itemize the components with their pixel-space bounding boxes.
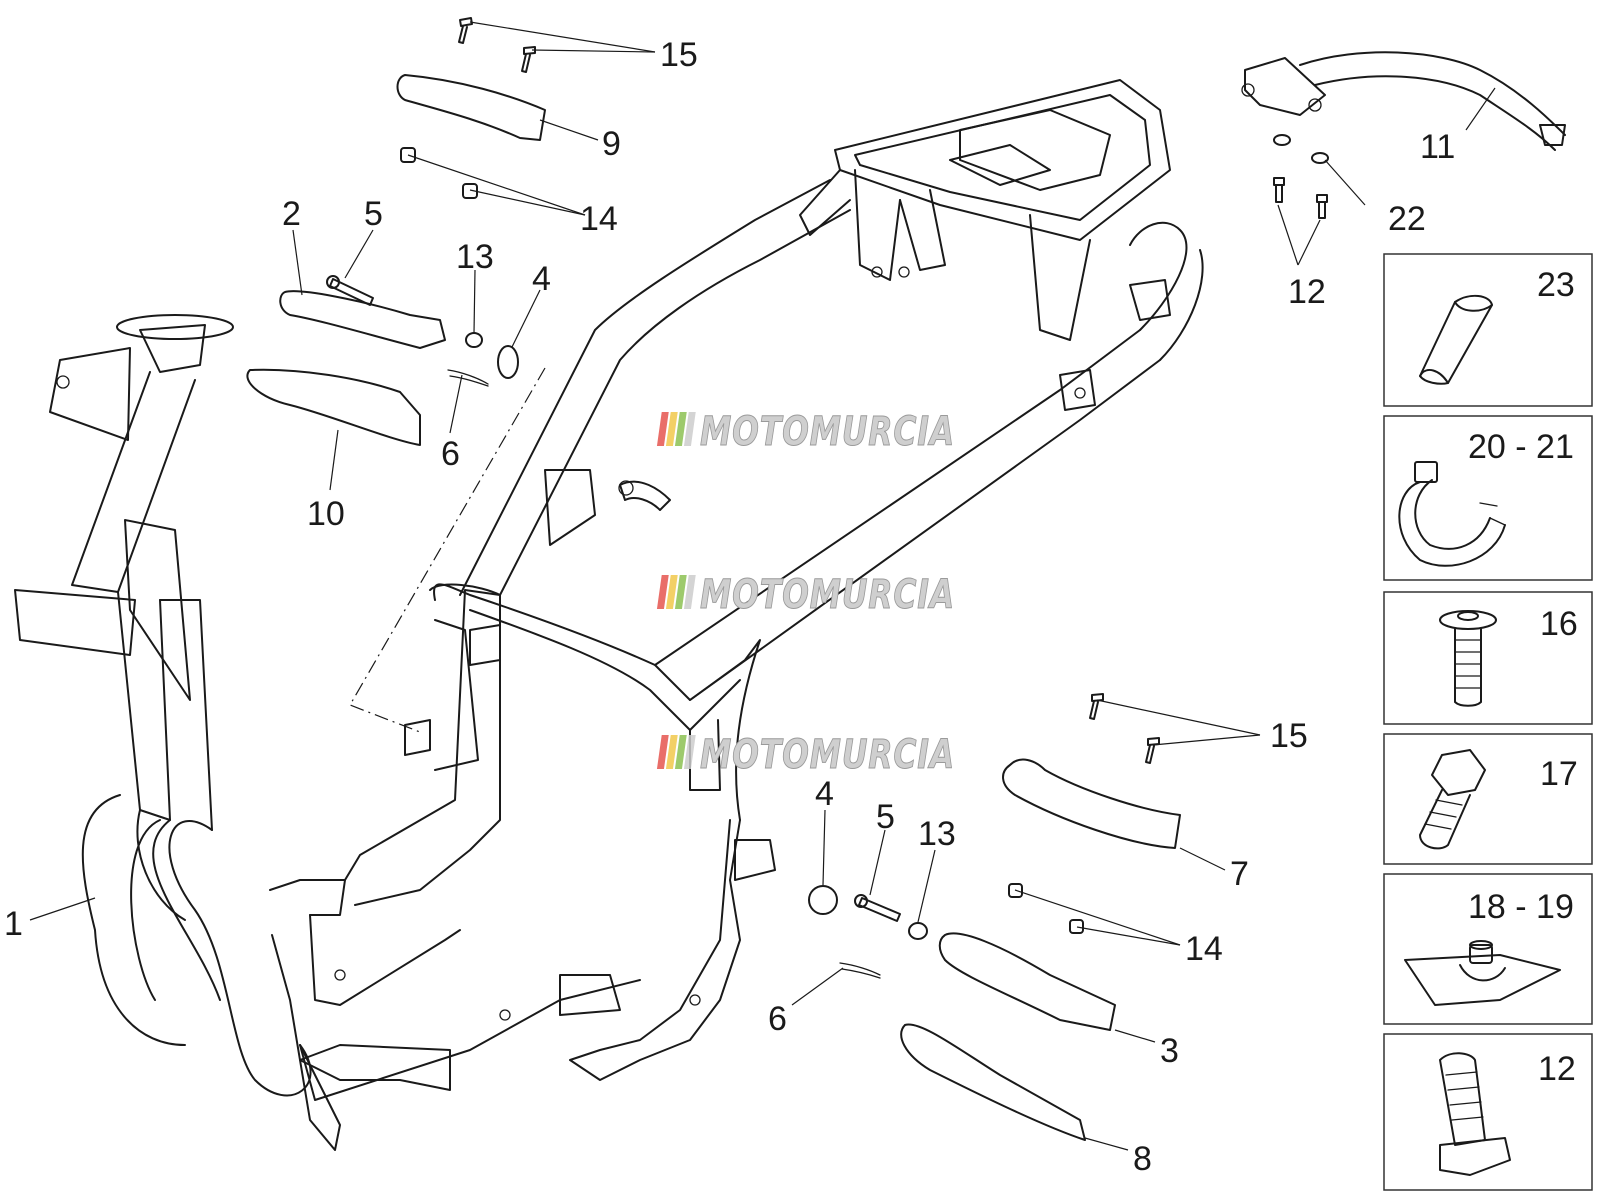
hardware-box bbox=[1383, 733, 1593, 865]
clip-part bbox=[839, 962, 881, 979]
watermark-stripe bbox=[665, 412, 678, 446]
callout-number: 7 bbox=[1230, 855, 1249, 893]
callout-number: 4 bbox=[532, 260, 551, 298]
grommet-part bbox=[497, 345, 519, 379]
clip-part bbox=[447, 369, 489, 387]
trim-cover-part bbox=[900, 1023, 1086, 1141]
pin-part bbox=[329, 278, 374, 306]
watermark: MOTOMURCIA MOTOMURCIA MOTOMURCIA bbox=[656, 409, 955, 779]
callout-number: 2 bbox=[282, 195, 301, 233]
watermark-logo: MOTOMURCIA bbox=[656, 732, 955, 779]
watermark-stripe bbox=[656, 735, 669, 769]
sleeve-icon bbox=[1419, 294, 1493, 385]
watermark-stripe bbox=[683, 575, 696, 609]
callout-number: 22 bbox=[1388, 200, 1426, 238]
watermark-stripe bbox=[674, 735, 687, 769]
frame-assembly bbox=[14, 79, 1204, 1151]
callout-number: 15 bbox=[660, 36, 698, 74]
pin-part bbox=[858, 897, 901, 922]
watermark-stripe bbox=[665, 575, 678, 609]
hardware-box-label: 20 - 21 bbox=[1468, 428, 1574, 466]
hex-bolt-icon bbox=[1419, 749, 1486, 850]
screw-part bbox=[1089, 693, 1160, 764]
watermark-logo: MOTOMURCIA bbox=[656, 572, 955, 619]
callout-number: 13 bbox=[918, 815, 956, 853]
assembly-line bbox=[349, 367, 546, 733]
hardware-box-label: 23 bbox=[1537, 266, 1575, 304]
callout-number: 6 bbox=[441, 435, 460, 473]
callout-number: 3 bbox=[1160, 1032, 1179, 1070]
watermark-text: MOTOMURCIA bbox=[700, 732, 955, 778]
watermark-stripe bbox=[656, 575, 669, 609]
watermark-stripe bbox=[665, 735, 678, 769]
callout-number: 13 bbox=[456, 238, 494, 276]
watermark-text: MOTOMURCIA bbox=[700, 572, 955, 618]
screw-part bbox=[458, 17, 536, 73]
cable-tie-icon bbox=[1398, 461, 1506, 567]
trim-cover-part bbox=[246, 368, 421, 446]
hardware-boxes: 23 20 - 21 16 17 bbox=[1383, 253, 1593, 1191]
bracket-part bbox=[938, 932, 1116, 1031]
washer-part bbox=[1273, 134, 1291, 146]
callout-number: 11 bbox=[1420, 128, 1455, 166]
hardware-box-label: 18 - 19 bbox=[1468, 888, 1574, 926]
grab-rail-part bbox=[1002, 758, 1181, 849]
spacer-part bbox=[400, 147, 478, 199]
callout-number: 5 bbox=[364, 195, 383, 233]
hardware-box-label: 16 bbox=[1540, 605, 1578, 643]
watermark-stripe bbox=[656, 412, 669, 446]
flange-screw-icon bbox=[1439, 610, 1497, 707]
callout-number: 12 bbox=[1288, 273, 1326, 311]
bracket-part bbox=[279, 290, 446, 349]
hardware-box-label: 17 bbox=[1540, 755, 1578, 793]
watermark-logo: MOTOMURCIA bbox=[656, 409, 955, 456]
grommet-part bbox=[808, 885, 838, 915]
washer-part bbox=[908, 922, 928, 940]
rear-rail-part bbox=[1241, 51, 1566, 151]
watermark-stripe bbox=[674, 412, 687, 446]
grab-rail-part bbox=[396, 74, 546, 141]
callout-number: 5 bbox=[876, 798, 895, 836]
spacer-part bbox=[1008, 883, 1023, 898]
watermark-stripe bbox=[674, 575, 687, 609]
hardware-box bbox=[1383, 1033, 1593, 1191]
watermark-stripe bbox=[683, 735, 696, 769]
hardware-box bbox=[1383, 253, 1593, 407]
watermark-stripe bbox=[683, 412, 696, 446]
callout-number: 15 bbox=[1270, 717, 1308, 755]
clip-nut-icon bbox=[1404, 940, 1561, 1006]
leader-lines bbox=[29, 21, 1496, 1151]
callout-number: 9 bbox=[602, 125, 621, 163]
callout-number: 8 bbox=[1133, 1140, 1152, 1178]
callout-number: 1 bbox=[4, 905, 23, 943]
callout-number: 14 bbox=[1185, 930, 1223, 968]
hardware-box-label: 12 bbox=[1538, 1050, 1576, 1088]
washer-part bbox=[1311, 152, 1329, 164]
callout-number: 4 bbox=[815, 775, 834, 813]
bolt-part bbox=[1273, 177, 1328, 219]
callout-labels: 15 9 14 2 5 13 4 6 10 11 22 12 1 15 4 5 … bbox=[4, 36, 1455, 1178]
washer-part bbox=[465, 332, 483, 348]
callout-number: 10 bbox=[307, 495, 345, 533]
hex-flange-bolt-icon bbox=[1439, 1052, 1511, 1176]
callout-number: 6 bbox=[768, 1000, 787, 1038]
watermark-text: MOTOMURCIA bbox=[700, 409, 955, 455]
callout-number: 14 bbox=[580, 200, 618, 238]
spacer-part bbox=[1069, 919, 1084, 934]
